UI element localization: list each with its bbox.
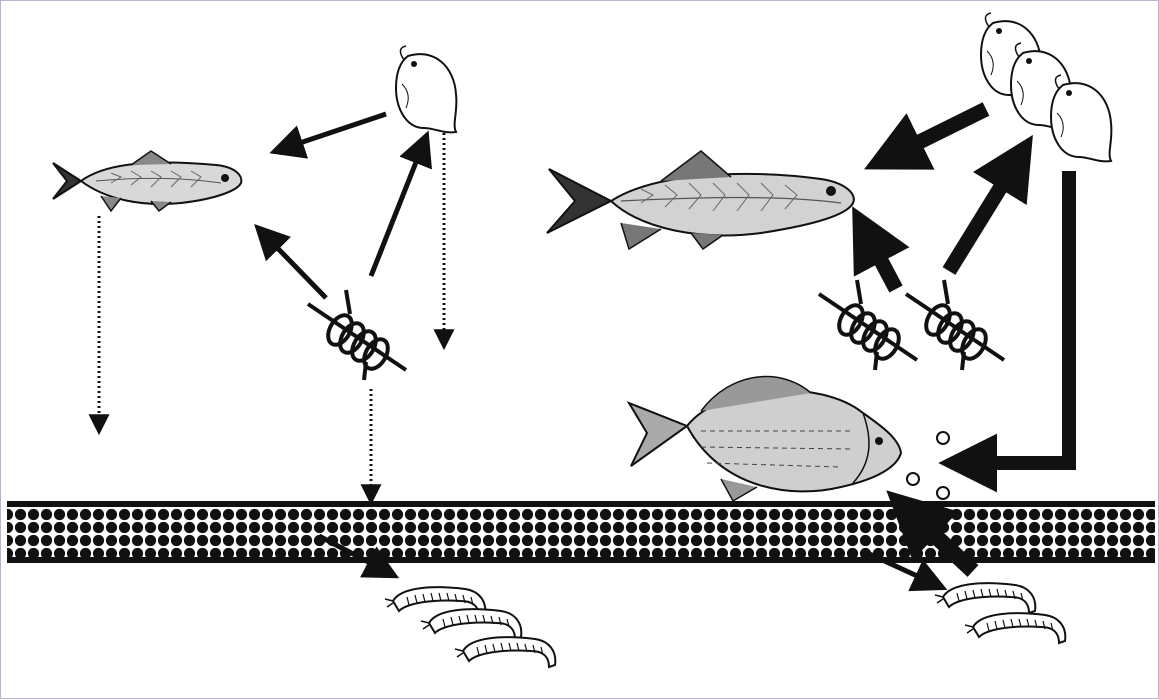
bubble-icon bbox=[937, 487, 949, 499]
flow-larva-to-fish bbox=[259, 229, 326, 298]
air-bubbles bbox=[907, 432, 949, 499]
large-fish-icon bbox=[547, 151, 854, 249]
worm-icon bbox=[455, 637, 555, 667]
benthic-larvae-left bbox=[385, 587, 555, 667]
worm-icon bbox=[965, 613, 1065, 643]
sediment-layer bbox=[7, 501, 1155, 563]
worm-icon bbox=[421, 609, 521, 639]
benthic-larvae-right bbox=[935, 583, 1065, 643]
flow-larva-to-fish-right bbox=[861, 223, 896, 289]
flow-larva-to-zooplankton-right bbox=[949, 151, 1023, 271]
flow-zooplankton-to-carp bbox=[956, 171, 1069, 463]
flow-zooplankton-to-fish-right bbox=[881, 109, 986, 161]
flow-zooplankton-to-fish bbox=[276, 114, 386, 151]
small-fish-icon bbox=[53, 151, 241, 211]
zooplankton-icon bbox=[396, 46, 456, 132]
carp-icon bbox=[629, 377, 901, 501]
flow-larva-to-zooplankton bbox=[371, 137, 426, 276]
bubble-icon bbox=[907, 473, 919, 485]
larva-icon bbox=[906, 280, 1004, 370]
larva-icon bbox=[819, 280, 917, 370]
worm-icon bbox=[935, 583, 1035, 613]
zooplankton-icon bbox=[1051, 75, 1111, 161]
larva-icon bbox=[308, 290, 406, 380]
left-panel bbox=[53, 46, 555, 667]
bubble-icon bbox=[937, 432, 949, 444]
zooplankton-group bbox=[981, 13, 1111, 161]
